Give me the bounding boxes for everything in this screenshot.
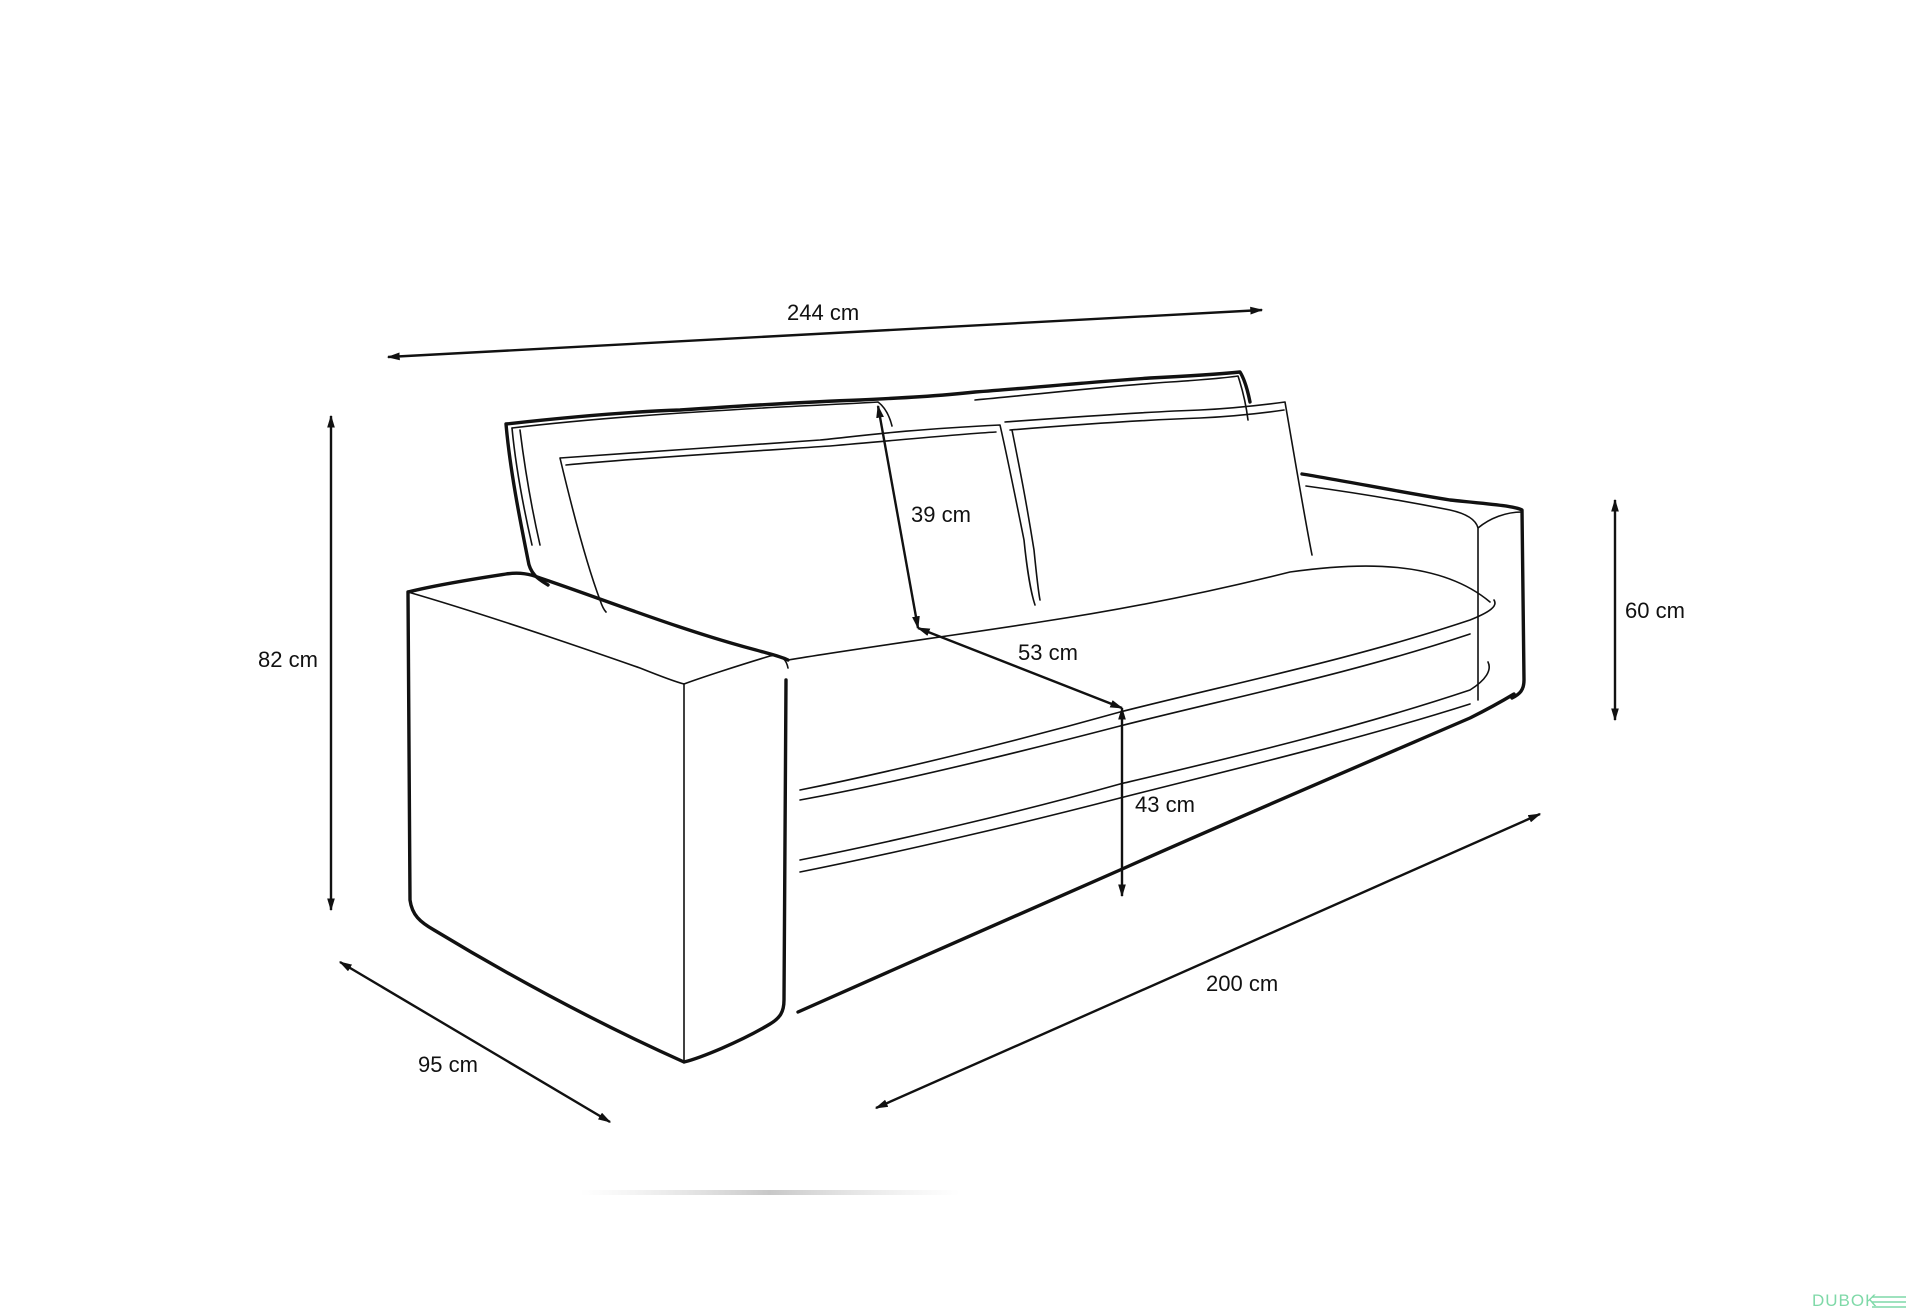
label-seat-height: 43 cm [1135,792,1195,817]
sofa-illustration [406,370,1526,1064]
label-seat-depth: 53 cm [1018,640,1078,665]
dim-53-arrow [916,626,1124,710]
left-armrest-front-edge [683,654,789,1063]
seat-cushion-top [787,565,1491,661]
front-pillow-right [1004,401,1313,601]
dim-244-arrow [386,306,1264,361]
label-overall-width: 244 cm [787,300,859,325]
label-armrest-height: 60 cm [1625,598,1685,623]
seat-cushion-front [799,599,1496,873]
dimension-labels: 244 cm 82 cm 95 cm 200 cm 60 cm 39 cm 53… [258,300,1685,1077]
watermark-text: DUBOK [1812,1291,1877,1310]
back-cushion-left [511,427,541,546]
watermark-logo: DUBOK [1812,1291,1906,1310]
dim-200-arrow [874,812,1542,1110]
left-armrest [406,571,790,1064]
right-armrest [1300,472,1526,700]
left-armrest-top-edge [407,591,685,685]
label-back-cushion-height: 39 cm [911,502,971,527]
label-seat-width: 200 cm [1206,971,1278,996]
dimension-lines [327,306,1619,1124]
label-depth: 95 cm [418,1052,478,1077]
back-cushion-top-left [511,401,893,429]
label-overall-height: 82 cm [258,647,318,672]
dim-95-arrow [338,960,612,1124]
floor-shadow [580,1190,960,1195]
back-cushion-top-right [974,375,1249,421]
right-armrest-inner [1305,485,1523,701]
sofa-back-outline [504,370,1252,587]
sofa-base [796,692,1516,1014]
front-pillow-left [559,424,1036,613]
dim-39-arrow [876,404,920,630]
